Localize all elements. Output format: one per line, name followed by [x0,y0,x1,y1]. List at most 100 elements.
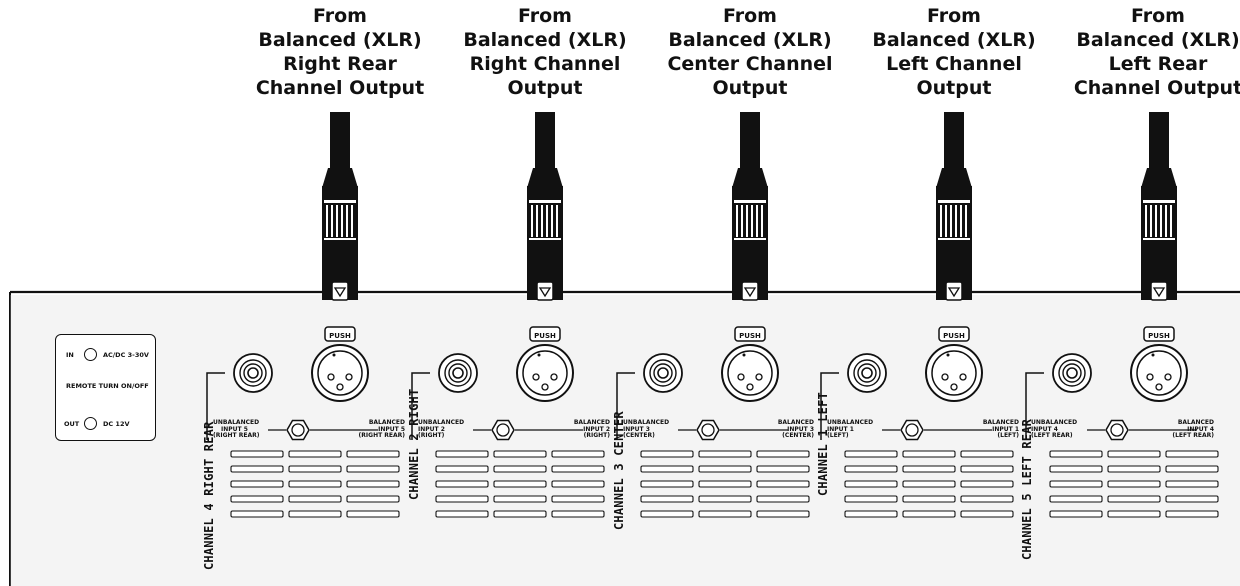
connector-head-icon [1141,244,1177,300]
remote-out-jack-icon[interactable] [84,417,97,430]
vent-slot [346,450,400,458]
grip-rib-icon [341,205,343,237]
xlr-jack-icon[interactable]: PUSH [1130,326,1188,402]
vent-slot [1107,510,1161,518]
grip-rib-icon [751,205,753,237]
connector-boot-icon [527,168,563,188]
unbalanced-jack-icon[interactable] [438,353,478,393]
selector-nut-icon[interactable] [696,419,720,441]
vent-slot [288,465,342,473]
vent-slot [551,465,605,473]
xlr-jack-icon[interactable]: PUSH [721,326,779,402]
vent-slot [844,510,898,518]
channel-label: CHANNEL 4 RIGHT REAR [202,421,216,571]
vent-slot [640,465,694,473]
release-arrow-icon [743,287,757,298]
unbalanced-input-label: UNBALANCED INPUT 3 (CENTER) [623,419,669,440]
unbalanced-jack-icon[interactable] [847,353,887,393]
selector-nut-icon[interactable] [900,419,924,441]
remote-out-label: OUT [64,420,80,428]
input-label-line: UNBALANCED [827,419,874,426]
vent-slot [698,450,752,458]
xlr-jack-icon[interactable]: PUSH [925,326,983,402]
vent-slot [435,450,489,458]
input-label-line: (RIGHT) [583,432,610,439]
grip-rib-icon [531,205,533,237]
bracket-line [820,372,839,440]
grip-rib-icon [940,205,942,237]
chassis-panel [10,295,1240,586]
source-label-line: Output [507,77,583,99]
balanced-input-label: BALANCED INPUT 5 (RIGHT REAR) [350,419,405,440]
unbalanced-input-label: UNBALANCED INPUT 1 (LEFT) [827,419,874,440]
vent-slot [551,495,605,503]
grip-rib-icon [1145,205,1147,237]
unbalanced-jack-icon[interactable] [1052,353,1092,393]
vent-slot [346,495,400,503]
selector-nut-icon[interactable] [491,419,515,441]
xlr-key-icon [537,353,541,357]
release-tab-icon [741,281,759,301]
push-tab-icon [529,326,561,342]
release-tab-icon [536,281,554,301]
vent-slot [640,495,694,503]
vent-slot [435,495,489,503]
vent-slot [288,480,342,488]
remote-in-jack-icon[interactable] [84,348,97,361]
vent-slot [493,480,547,488]
cable-icon [944,112,964,172]
grip-rib-icon [756,205,758,237]
vent-slot [1165,510,1219,518]
vent-slot [288,495,342,503]
vent-slot [346,465,400,473]
input-label-line: INPUT 2 [418,425,445,433]
selector-nut-icon[interactable] [286,419,310,441]
xlr-jack-icon[interactable]: PUSH [516,326,574,402]
xlr-key-icon [742,353,746,357]
source-label-line: Left Channel [886,53,1022,75]
grip-rib-icon [945,205,947,237]
release-tab-icon [1150,281,1168,301]
cable-icon [1149,112,1169,172]
vent-slot [844,465,898,473]
source-label-line: Right Rear [283,53,397,75]
input-label-line: (RIGHT) [418,432,445,439]
input-label-line: INPUT 2 [583,425,610,433]
input-label-line: INPUT 1 [992,425,1019,433]
jack-hole-icon [247,367,259,379]
xlr-jack-inner [317,350,363,396]
xlr-jack-inner [931,350,977,396]
input-label-line: INPUT 4 [1187,425,1214,433]
source-label-line: From [723,5,777,27]
unbalanced-jack-icon[interactable] [233,353,273,393]
vent-slot [551,480,605,488]
selector-nut-icon[interactable] [1105,419,1129,441]
release-arrow-icon [947,287,961,298]
input-label-line: BALANCED [982,419,1019,426]
remote-in-label: IN [66,351,74,359]
grip-rib-icon [960,205,962,237]
connector-boot-icon [322,168,358,188]
vent-slot [493,465,547,473]
grip-rib-icon [336,205,338,237]
grip-band-icon [529,238,561,240]
grip-band-icon [324,238,356,240]
vent-slot [960,450,1014,458]
selector-core-icon [701,423,715,437]
vent-slot [551,510,605,518]
balanced-input-label: BALANCED INPUT 3 (CENTER) [759,419,814,440]
vent-slot [902,510,956,518]
xlr-pin-icon [737,373,745,381]
unbalanced-input-label: UNBALANCED INPUT 5 (RIGHT REAR) [213,419,259,440]
unbalanced-jack-icon[interactable] [643,353,683,393]
vent-slot [756,495,810,503]
grip-band-icon [529,200,561,203]
source-label-line: From [518,5,572,27]
vent-slot [1165,495,1219,503]
vent-slot [346,510,400,518]
xlr-key-icon [1151,353,1155,357]
vent-slot [698,510,752,518]
grip-rib-icon [536,205,538,237]
xlr-pin-icon [755,373,763,381]
xlr-jack-icon[interactable]: PUSH [311,326,369,402]
